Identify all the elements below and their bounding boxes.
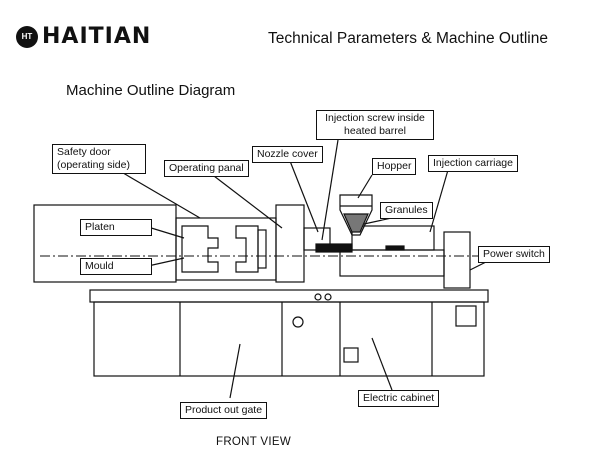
platen-plate bbox=[257, 229, 267, 269]
logo-wordmark: HAITIAN bbox=[42, 24, 152, 49]
label-safety-door-line2: (operating side) bbox=[57, 159, 130, 171]
label-granules: Granules bbox=[380, 202, 433, 219]
carriage-slot bbox=[385, 245, 405, 251]
platen-outline bbox=[235, 225, 259, 273]
document-title: Technical Parameters & Machine Outline bbox=[268, 30, 548, 47]
granules-shape bbox=[343, 213, 369, 233]
label-injection-screw-line2: heated barrel bbox=[344, 125, 406, 137]
label-injection-screw-line1: Injection screw inside bbox=[325, 112, 425, 124]
label-mould: Mould bbox=[80, 258, 152, 275]
label-electric-cabinet: Electric cabinet bbox=[358, 390, 440, 407]
label-injection-screw: Injection screw inside heated barrel bbox=[316, 110, 434, 140]
label-injection-carriage: Injection carriage bbox=[428, 155, 518, 172]
label-power-switch: Power switch bbox=[478, 246, 550, 263]
logo-badge: HT bbox=[16, 25, 38, 48]
label-safety-door: Safety door (operating side) bbox=[52, 144, 146, 174]
injection-barrel bbox=[315, 243, 353, 253]
cabinet-handle bbox=[343, 347, 359, 363]
label-platen: Platen bbox=[80, 219, 152, 236]
haitian-logo: HT HAITIAN bbox=[16, 24, 151, 49]
label-hopper: Hopper bbox=[372, 158, 417, 175]
clamp-unit-body bbox=[175, 217, 277, 281]
label-safety-door-line1: Safety door bbox=[57, 146, 111, 158]
power-unit bbox=[443, 231, 471, 289]
mould-outline bbox=[181, 225, 219, 273]
front-view-label: FRONT VIEW bbox=[216, 436, 291, 448]
diagram-title: Machine Outline Diagram bbox=[66, 82, 236, 99]
label-product-out-gate: Product out gate bbox=[180, 402, 268, 419]
stationary-platen bbox=[275, 204, 305, 283]
base-rail bbox=[89, 289, 489, 303]
hopper-shape bbox=[339, 194, 373, 236]
label-operating-panel: Operating panal bbox=[164, 160, 249, 177]
label-nozzle-cover: Nozzle cover bbox=[252, 146, 323, 163]
injection-carriage-body bbox=[339, 249, 445, 277]
power-box bbox=[455, 305, 477, 327]
machine-base bbox=[93, 301, 485, 377]
